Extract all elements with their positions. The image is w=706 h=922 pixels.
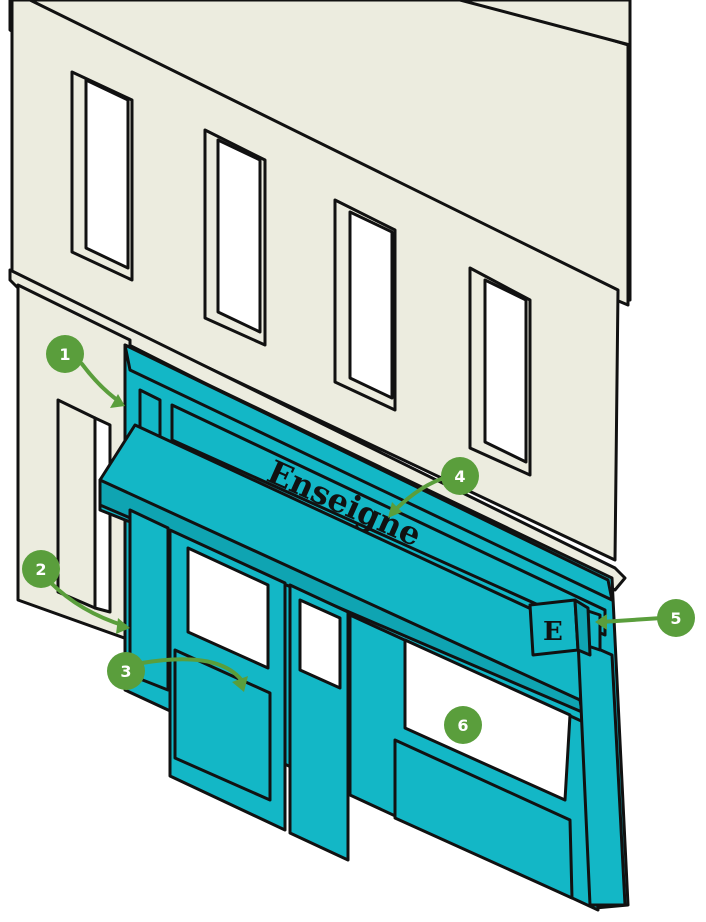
- left-window-glass: [186, 546, 270, 670]
- arrow-4-head: [388, 502, 402, 518]
- marker-3: 3: [107, 652, 145, 690]
- svg-text:5: 5: [670, 609, 681, 628]
- arrow-2: [48, 580, 127, 628]
- marker-2: 2: [22, 550, 60, 588]
- arrow-5: [599, 616, 664, 624]
- window-3-glass: [348, 210, 394, 400]
- doorway-inner: [93, 416, 112, 614]
- arrow-1-head: [110, 394, 125, 408]
- marker-1: 1: [46, 335, 84, 373]
- door-glass: [298, 598, 342, 690]
- svg-text:2: 2: [35, 560, 46, 579]
- window-4-glass: [483, 278, 528, 464]
- svg-text:3: 3: [120, 662, 131, 681]
- fascia-panel: [170, 403, 607, 637]
- arrow-3-head: [232, 676, 248, 692]
- right-lower-panel: [393, 738, 574, 900]
- blade-sign-side: [573, 598, 592, 657]
- window-2-glass: [216, 138, 262, 334]
- building-facade-body: [10, 0, 620, 562]
- arrow-3: [140, 657, 245, 684]
- arrow-2-head: [116, 618, 130, 634]
- window-1-glass: [84, 78, 130, 270]
- blade-sign: E: [528, 598, 602, 657]
- arrow-5-head: [595, 614, 607, 630]
- marker-6: 6: [444, 706, 482, 744]
- svg-text:1: 1: [59, 345, 70, 364]
- right-window-glass: [403, 638, 572, 802]
- svg-text:4: 4: [454, 467, 465, 486]
- marker-5: 5: [657, 599, 695, 637]
- left-pilaster: [128, 508, 170, 692]
- fascia: [123, 343, 614, 602]
- upper-roof-strip: [458, 0, 632, 47]
- upper-windows: [70, 70, 532, 477]
- doorway: [56, 398, 97, 610]
- marker-4: 4: [441, 457, 479, 495]
- blade-sign-letter: E: [543, 617, 563, 647]
- svg-text:6: 6: [457, 716, 468, 735]
